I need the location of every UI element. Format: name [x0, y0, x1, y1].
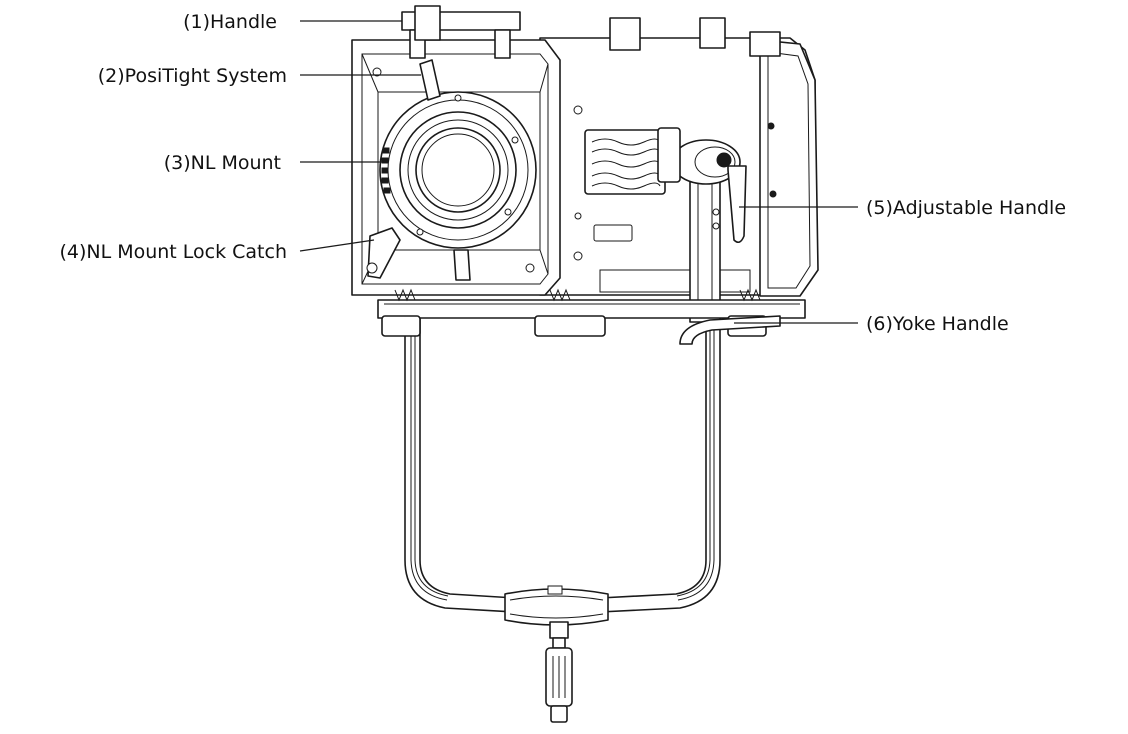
lock-catch-lever — [366, 227, 471, 281]
yoke-top-plate — [377, 288, 806, 345]
callout-label-yoke-handle: (6)Yoke Handle — [866, 313, 1009, 335]
callout-label-positight: (2)PosiTight System — [98, 65, 287, 87]
callout-label-adjustable-handle: (5)Adjustable Handle — [866, 197, 1066, 219]
callout-label-lock-catch: (4)NL Mount Lock Catch — [59, 241, 287, 263]
nl-mount-ring — [379, 59, 537, 249]
callout-label-nl-mount: (3)NL Mount — [164, 152, 281, 174]
yoke — [404, 317, 721, 723]
callout-leaders — [299, 20, 858, 324]
adjustable-handle-part — [657, 127, 747, 323]
leader-lock-catch — [299, 239, 375, 252]
callout-labels: (1)Handle (2)PosiTight System (3)NL Moun… — [59, 11, 1066, 335]
callout-label-handle: (1)Handle — [183, 11, 277, 33]
